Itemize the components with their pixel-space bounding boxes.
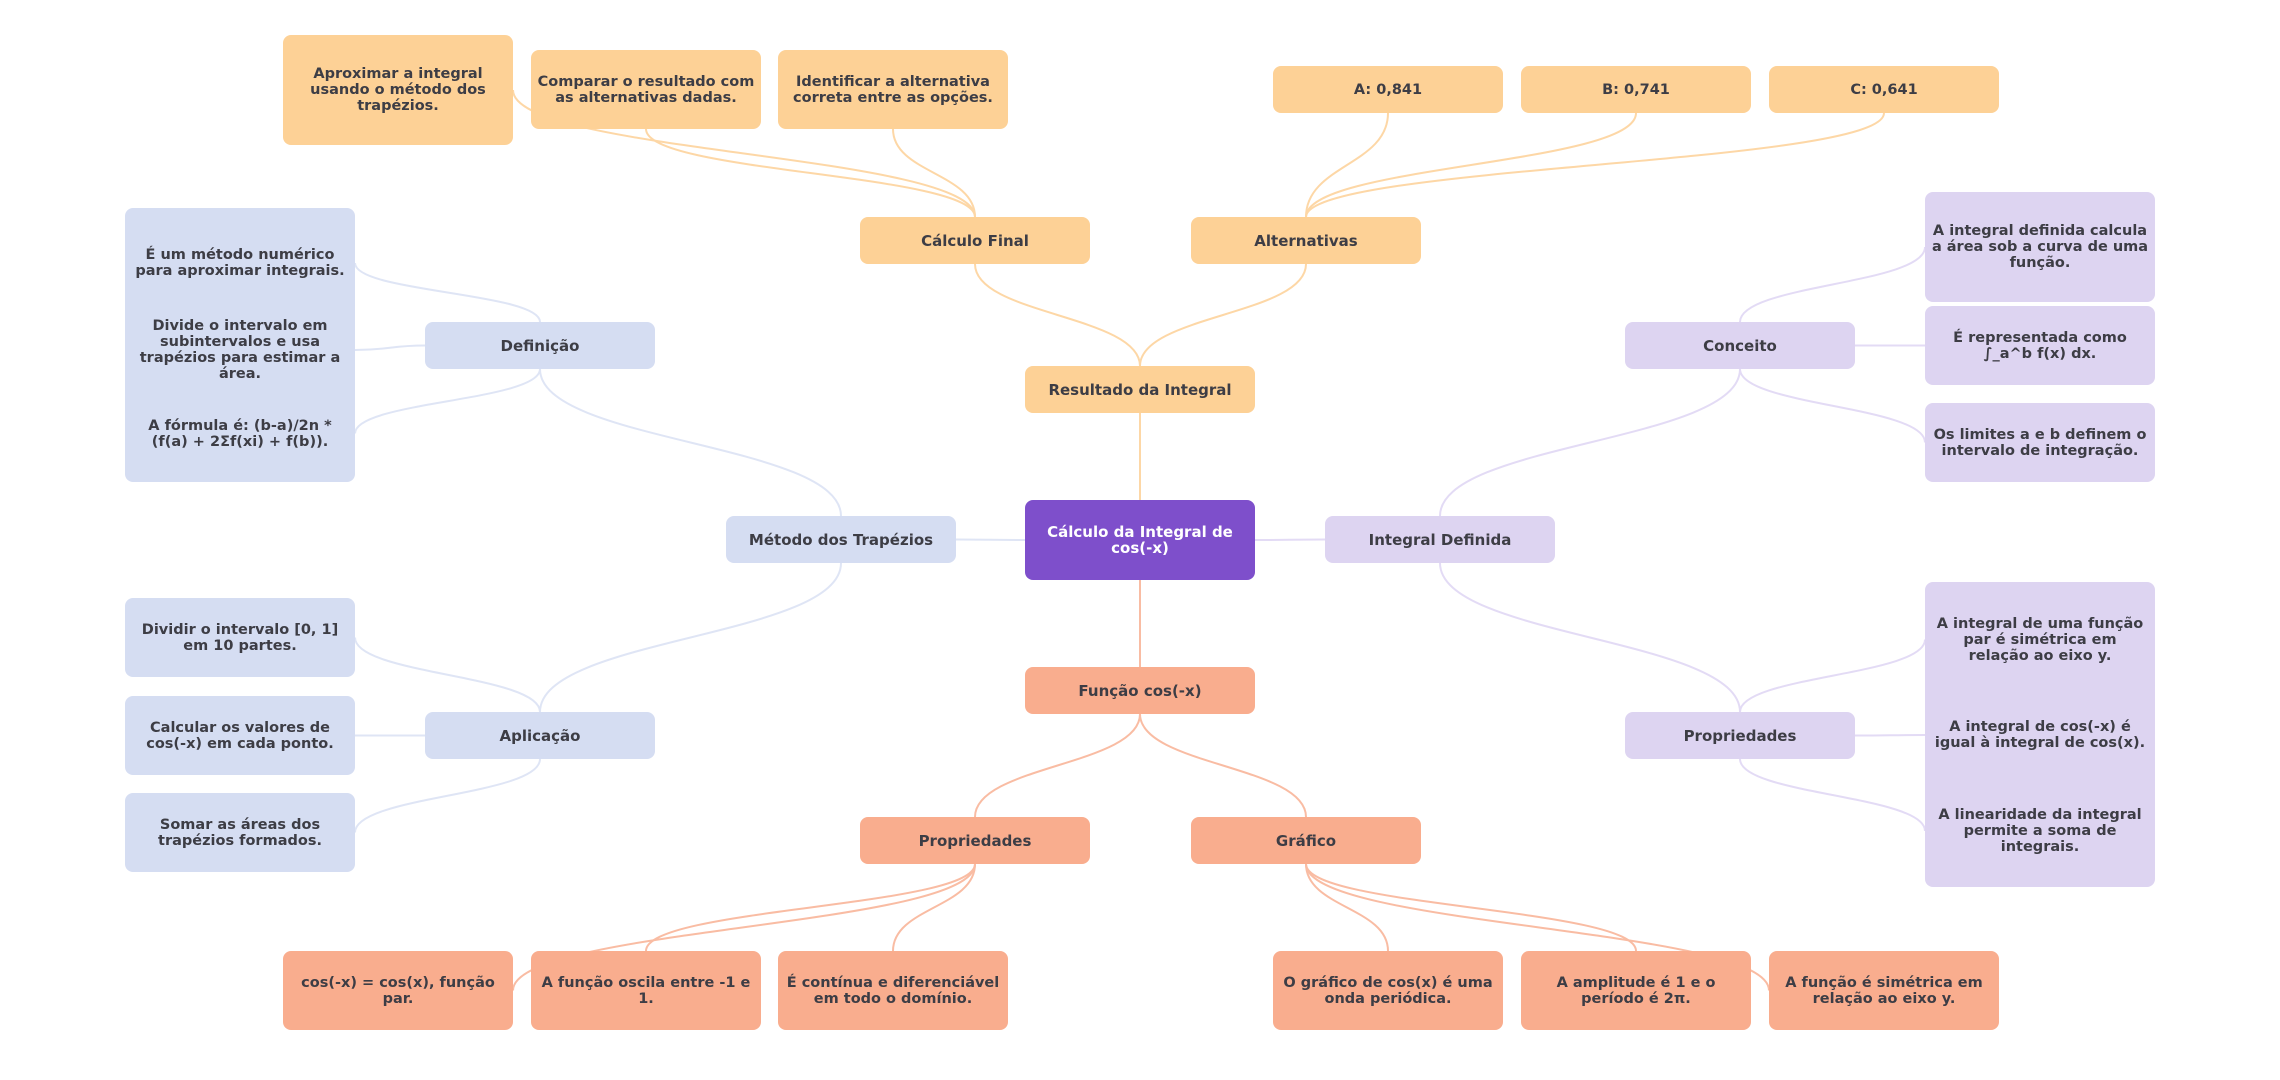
connector-res-to-alt: [1139, 263, 1307, 367]
connector-con-to-con-3: [1739, 368, 1926, 443]
leaf-grafico-simetrica[interactable]: A função é simétrica em relação ao eixo …: [1769, 951, 1999, 1030]
leaf-conceito-representacao[interactable]: É representada como ∫_a^b f(x) dx.: [1925, 306, 2155, 385]
node-funcao-cos-neg-x[interactable]: Função cos(-x): [1025, 667, 1255, 714]
leaf-propriedades-linearidade[interactable]: A linearidade da integral permite a soma…: [1925, 775, 2155, 887]
leaf-aplicacao-somar[interactable]: Somar as áreas dos trapézios formados.: [125, 793, 355, 872]
connector-met-to-apl: [539, 562, 842, 713]
connector-fprop-to-fprop-2: [645, 863, 976, 952]
connector-root-to-met: [955, 538, 1026, 541]
leaf-definicao-metodo-numerico[interactable]: É um método numérico para aproximar inte…: [125, 208, 355, 318]
connector-fprop-to-fprop-3: [892, 863, 976, 952]
node-propriedades-funcao[interactable]: Propriedades: [860, 817, 1090, 864]
leaf-conceito-limites[interactable]: Os limites a e b definem o intervalo de …: [1925, 403, 2155, 482]
leaf-definicao-divide-intervalo[interactable]: Divide o intervalo em subintervalos e us…: [125, 300, 355, 400]
node-definicao[interactable]: Definição: [425, 322, 655, 369]
leaf-calculo-identificar[interactable]: Identificar a alternativa correta entre …: [778, 50, 1008, 129]
leaf-grafico-amplitude[interactable]: A amplitude é 1 e o período é 2π.: [1521, 951, 1751, 1030]
node-grafico[interactable]: Gráfico: [1191, 817, 1421, 864]
leaf-propriedades-cos-igual[interactable]: A integral de cos(-x) é igual à integral…: [1925, 680, 2155, 790]
connector-calc-to-calc-2: [645, 128, 976, 218]
root-node[interactable]: Cálculo da Integral de cos(-x): [1025, 500, 1255, 580]
connector-def-to-def-2: [354, 344, 426, 351]
node-calculo-final[interactable]: Cálculo Final: [860, 217, 1090, 264]
connector-func-to-graf: [1139, 713, 1307, 818]
connector-root-to-intdef: [1254, 538, 1326, 541]
leaf-grafico-onda[interactable]: O gráfico de cos(x) é uma onda periódica…: [1273, 951, 1503, 1030]
connector-met-to-def: [539, 368, 842, 517]
leaf-aplicacao-calcular[interactable]: Calcular os valores de cos(-x) em cada p…: [125, 696, 355, 775]
leaf-definicao-formula[interactable]: A fórmula é: (b-a)/2n * (f(a) + 2Σf(xi) …: [125, 385, 355, 482]
leaf-conceito-area[interactable]: A integral definida calcula a área sob a…: [1925, 192, 2155, 302]
node-integral-definida[interactable]: Integral Definida: [1325, 516, 1555, 563]
connector-alt-to-alt-3: [1305, 112, 1885, 218]
connector-calc-to-calc-3: [892, 128, 976, 218]
leaf-propriedades-funcao-par[interactable]: A integral de uma função par é simétrica…: [1925, 582, 2155, 697]
connector-def-to-def-3: [354, 368, 541, 434]
leaf-calculo-comparar[interactable]: Comparar o resultado com as alternativas…: [531, 50, 761, 129]
leaf-funcao-continua[interactable]: É contínua e diferenciável em todo o dom…: [778, 951, 1008, 1030]
connector-def-to-def-1: [354, 262, 541, 323]
connector-alt-to-alt-1: [1305, 112, 1389, 218]
connector-alt-to-alt-2: [1305, 112, 1637, 218]
node-propriedades-integral[interactable]: Propriedades: [1625, 712, 1855, 759]
node-conceito[interactable]: Conceito: [1625, 322, 1855, 369]
connector-intdef-to-prp: [1439, 562, 1741, 713]
node-resultado-da-integral[interactable]: Resultado da Integral: [1025, 366, 1255, 413]
connector-res-to-calc: [974, 263, 1141, 367]
node-aplicacao[interactable]: Aplicação: [425, 712, 655, 759]
leaf-funcao-oscila[interactable]: A função oscila entre -1 e 1.: [531, 951, 761, 1030]
connector-prp-to-prp-2: [1854, 734, 1926, 737]
leaf-alternativa-c[interactable]: C: 0,641: [1769, 66, 1999, 113]
connector-prp-to-prp-3: [1739, 758, 1926, 832]
node-metodo-dos-trapezios[interactable]: Método dos Trapézios: [726, 516, 956, 563]
connector-graf-to-graf-1: [1305, 863, 1389, 952]
connector-func-to-fprop: [974, 713, 1141, 818]
leaf-aplicacao-dividir[interactable]: Dividir o intervalo [0, 1] em 10 partes.: [125, 598, 355, 677]
connector-apl-to-apl-1: [354, 637, 541, 713]
leaf-funcao-par[interactable]: cos(-x) = cos(x), função par.: [283, 951, 513, 1030]
connector-apl-to-apl-3: [354, 758, 541, 833]
node-alternativas[interactable]: Alternativas: [1191, 217, 1421, 264]
connector-prp-to-prp-1: [1739, 639, 1926, 713]
leaf-alternativa-b[interactable]: B: 0,741: [1521, 66, 1751, 113]
leaf-alternativa-a[interactable]: A: 0,841: [1273, 66, 1503, 113]
connector-con-to-con-1: [1739, 246, 1926, 323]
connector-graf-to-graf-2: [1305, 863, 1637, 952]
leaf-calculo-aproximar[interactable]: Aproximar a integral usando o método dos…: [283, 35, 513, 145]
connector-intdef-to-con: [1439, 368, 1741, 517]
